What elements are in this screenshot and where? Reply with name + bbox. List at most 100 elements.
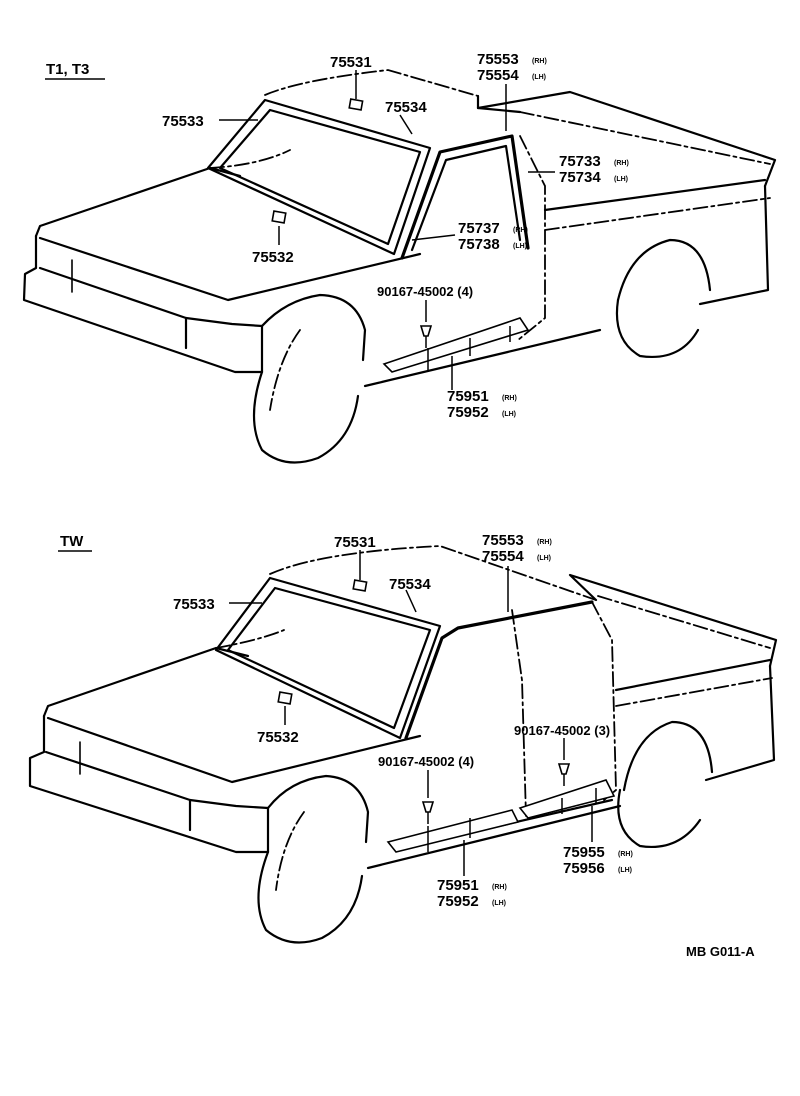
front-wheel-arch bbox=[266, 774, 370, 844]
bed-side-line bbox=[544, 197, 771, 231]
rear-wheel-arch bbox=[622, 720, 714, 792]
roof-line bbox=[269, 545, 597, 601]
clip-75532-part bbox=[271, 210, 287, 224]
section-header-t1-t3: T1, T3 bbox=[46, 61, 89, 78]
label-75734-side: (LH) bbox=[614, 176, 628, 183]
label-75956: 75956 bbox=[563, 860, 605, 877]
label-75554: 75554 bbox=[482, 548, 524, 565]
truck-top-single-cab: T1, T3 bbox=[22, 51, 777, 464]
label-75734: 75734 bbox=[559, 169, 601, 186]
rear-tire bbox=[617, 788, 702, 848]
windshield-inner bbox=[218, 108, 422, 246]
label-75554-side: (LH) bbox=[537, 555, 551, 562]
hood-front-edge bbox=[34, 166, 242, 238]
hood-rear-edge bbox=[38, 236, 422, 302]
label-75553-side: (RH) bbox=[537, 539, 552, 546]
tailgate-edge bbox=[698, 184, 770, 306]
label-75951: 75951 bbox=[447, 388, 489, 405]
label-75531: 75531 bbox=[334, 534, 376, 551]
rocker-fasteners bbox=[427, 326, 511, 372]
label-screw-rear: 90167-45002 (3) bbox=[514, 723, 610, 738]
front-bumper-grille bbox=[28, 714, 270, 854]
label-75532: 75532 bbox=[252, 249, 294, 266]
label-75955: 75955 bbox=[563, 844, 605, 861]
label-75955-side: (RH) bbox=[618, 851, 633, 858]
label-75737-side: (RH) bbox=[513, 227, 528, 234]
label-75951-side: (RH) bbox=[492, 884, 507, 891]
rear-rocker-moulding-part bbox=[518, 779, 616, 819]
figure-code: MB G011-A bbox=[686, 944, 755, 959]
label-75956-side: (LH) bbox=[618, 867, 632, 874]
bed-side-line bbox=[615, 677, 773, 707]
label-75553-side: (RH) bbox=[532, 58, 547, 65]
bed-top-rail bbox=[476, 90, 777, 188]
front-tire bbox=[257, 850, 364, 944]
label-75738: 75738 bbox=[458, 236, 500, 253]
section-header-tw: TW bbox=[60, 533, 84, 550]
label-75952: 75952 bbox=[437, 893, 479, 910]
truck-bottom-double-cab: TW bbox=[28, 532, 778, 944]
rear-tire bbox=[615, 298, 700, 358]
bed-top-rail bbox=[568, 573, 778, 668]
rocker-moulding-part bbox=[382, 317, 530, 373]
tailgate-edge bbox=[704, 664, 776, 782]
headlamp-line bbox=[184, 316, 264, 328]
label-75534: 75534 bbox=[389, 576, 431, 593]
bed-side-top bbox=[614, 658, 772, 692]
label-75554-side: (LH) bbox=[532, 74, 546, 81]
door-window-inner bbox=[410, 144, 522, 252]
front-tire-inner bbox=[269, 329, 301, 411]
body-lower-line bbox=[363, 328, 602, 388]
roof-moulding bbox=[404, 600, 594, 740]
label-75534: 75534 bbox=[385, 99, 427, 116]
screw-front-part bbox=[421, 801, 435, 813]
label-75531: 75531 bbox=[330, 54, 372, 71]
label-75533: 75533 bbox=[162, 113, 204, 130]
front-tire bbox=[252, 370, 360, 464]
screw-rear-part bbox=[557, 763, 571, 775]
hood-rear-edge bbox=[46, 716, 422, 784]
door-frame-moulding bbox=[400, 134, 530, 260]
label-screw: 90167-45002 (4) bbox=[377, 284, 473, 299]
headlamp-line bbox=[188, 798, 270, 810]
label-75733-side: (RH) bbox=[614, 160, 629, 167]
windshield-outer bbox=[214, 576, 442, 740]
front-wheel-arch bbox=[260, 293, 367, 362]
label-75738-side: (LH) bbox=[513, 243, 527, 250]
leader-75737 bbox=[411, 234, 456, 241]
hood-front-edge bbox=[42, 646, 250, 718]
windshield-inner bbox=[226, 586, 432, 730]
label-75952: 75952 bbox=[447, 404, 489, 421]
label-75951-side: (RH) bbox=[502, 395, 517, 402]
bed-inner-line bbox=[597, 595, 771, 649]
grille-line bbox=[44, 750, 192, 832]
front-tire-inner bbox=[275, 811, 305, 891]
rear-rocker-fasteners bbox=[561, 788, 597, 814]
leader-75534 bbox=[405, 589, 417, 613]
label-75532: 75532 bbox=[257, 729, 299, 746]
label-75553: 75553 bbox=[477, 51, 519, 68]
clip-75531-part bbox=[352, 579, 368, 592]
label-75553: 75553 bbox=[482, 532, 524, 549]
bed-side-top bbox=[543, 178, 767, 212]
label-75554: 75554 bbox=[477, 67, 519, 84]
front-rocker-moulding-part bbox=[386, 809, 520, 853]
door-rear-edge bbox=[591, 601, 617, 801]
rear-wheel-arch bbox=[616, 238, 712, 302]
clip-75531-part bbox=[348, 98, 364, 111]
label-75951: 75951 bbox=[437, 877, 479, 894]
hood-side-line bbox=[215, 629, 285, 649]
front-rocker-fasteners bbox=[427, 818, 471, 852]
rocker-line bbox=[366, 804, 622, 870]
door-front-rear-edge bbox=[511, 609, 527, 817]
door-rear-edge bbox=[517, 135, 546, 341]
clip-75532-part bbox=[277, 691, 293, 705]
windshield-outer bbox=[206, 98, 432, 256]
label-75952-side: (LH) bbox=[502, 411, 516, 418]
label-75737: 75737 bbox=[458, 220, 500, 237]
leader-75534 bbox=[399, 114, 413, 135]
label-75533: 75533 bbox=[173, 596, 215, 613]
roof-front bbox=[264, 69, 479, 97]
bed-inner-line bbox=[519, 111, 771, 165]
